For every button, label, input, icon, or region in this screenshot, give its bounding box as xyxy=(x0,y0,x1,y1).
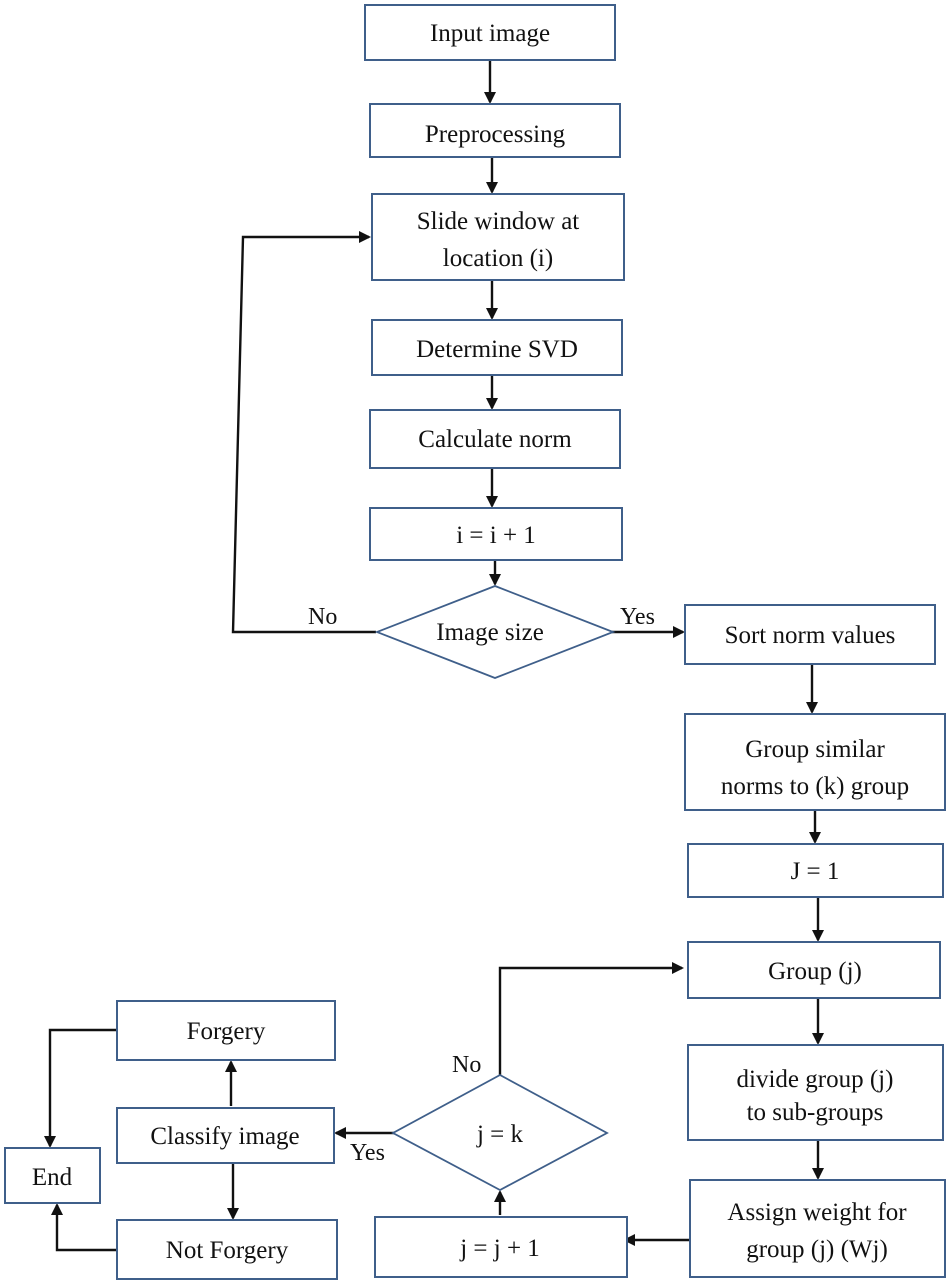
node-j-increment: j = j + 1 xyxy=(374,1216,628,1278)
node-assign-weight-line1: Assign weight for xyxy=(727,1199,907,1226)
edge-not-forgery-to-end xyxy=(51,1203,117,1252)
node-group-similar-line1: Group similar xyxy=(745,736,885,763)
node-end: End xyxy=(4,1147,101,1204)
node-calculate-norm-label: Calculate norm xyxy=(418,426,572,453)
node-not-forgery-label: Not Forgery xyxy=(166,1237,289,1264)
node-j-init: J = 1 xyxy=(687,843,944,898)
node-divide-group: divide group (j) to sub-groups xyxy=(687,1044,944,1141)
node-preprocessing-label: Preprocessing xyxy=(425,121,566,148)
node-group-similar: Group similar norms to (k) group xyxy=(684,713,946,811)
edge-forgery-to-end xyxy=(44,1028,117,1148)
node-determine-svd-label: Determine SVD xyxy=(416,336,578,363)
node-image-size-label: Image size xyxy=(436,619,544,646)
edges xyxy=(44,60,824,1252)
node-determine-svd: Determine SVD xyxy=(371,319,623,376)
node-divide-group-line2: to sub-groups xyxy=(747,1099,884,1126)
node-j-init-label: J = 1 xyxy=(791,858,840,885)
node-slide-window-line1: Slide window at xyxy=(417,208,580,235)
label-image-size-no: No xyxy=(308,604,337,630)
node-sort-norm-values-label: Sort norm values xyxy=(725,622,896,649)
node-i-increment-label: i = i + 1 xyxy=(456,522,536,549)
node-group-j-label: Group (j) xyxy=(768,958,862,985)
node-preprocessing: Preprocessing xyxy=(369,103,621,158)
label-j-equals-k-yes: Yes xyxy=(350,1140,385,1166)
nodes: Input image Preprocessing Slide window a… xyxy=(4,4,946,1280)
label-j-equals-k-no: No xyxy=(452,1052,481,1078)
node-slide-window: Slide window at location (i) xyxy=(371,193,625,281)
node-j-equals-k: j = k xyxy=(391,1073,609,1192)
node-slide-window-line2: location (i) xyxy=(443,245,553,272)
node-not-forgery: Not Forgery xyxy=(116,1219,338,1280)
node-input-image: Input image xyxy=(364,4,616,61)
node-group-j: Group (j) xyxy=(687,941,941,999)
node-forgery-label: Forgery xyxy=(187,1018,266,1045)
edge-image-size-no-loop xyxy=(231,231,376,634)
node-classify-image: Classify image xyxy=(116,1107,335,1164)
label-image-size-yes: Yes xyxy=(620,604,655,630)
node-j-increment-label: j = j + 1 xyxy=(459,1235,540,1262)
node-classify-image-label: Classify image xyxy=(150,1123,299,1150)
node-assign-weight: Assign weight for group (j) (Wj) xyxy=(689,1179,946,1278)
node-calculate-norm: Calculate norm xyxy=(369,409,621,469)
edge-j-equals-k-no-loop xyxy=(498,962,684,1075)
node-group-similar-line2: norms to (k) group xyxy=(721,773,909,800)
node-i-increment: i = i + 1 xyxy=(369,507,623,561)
edge-labels: No Yes No Yes xyxy=(308,604,655,1166)
node-divide-group-line1: divide group (j) xyxy=(737,1066,894,1093)
node-assign-weight-line2: group (j) (Wj) xyxy=(746,1236,888,1263)
node-image-size: Image size xyxy=(374,585,616,679)
node-forgery: Forgery xyxy=(116,1000,336,1061)
node-end-label: End xyxy=(32,1164,73,1191)
node-sort-norm-values: Sort norm values xyxy=(684,604,936,665)
node-j-equals-k-label: j = k xyxy=(476,1121,524,1148)
node-input-image-label: Input image xyxy=(430,20,550,47)
